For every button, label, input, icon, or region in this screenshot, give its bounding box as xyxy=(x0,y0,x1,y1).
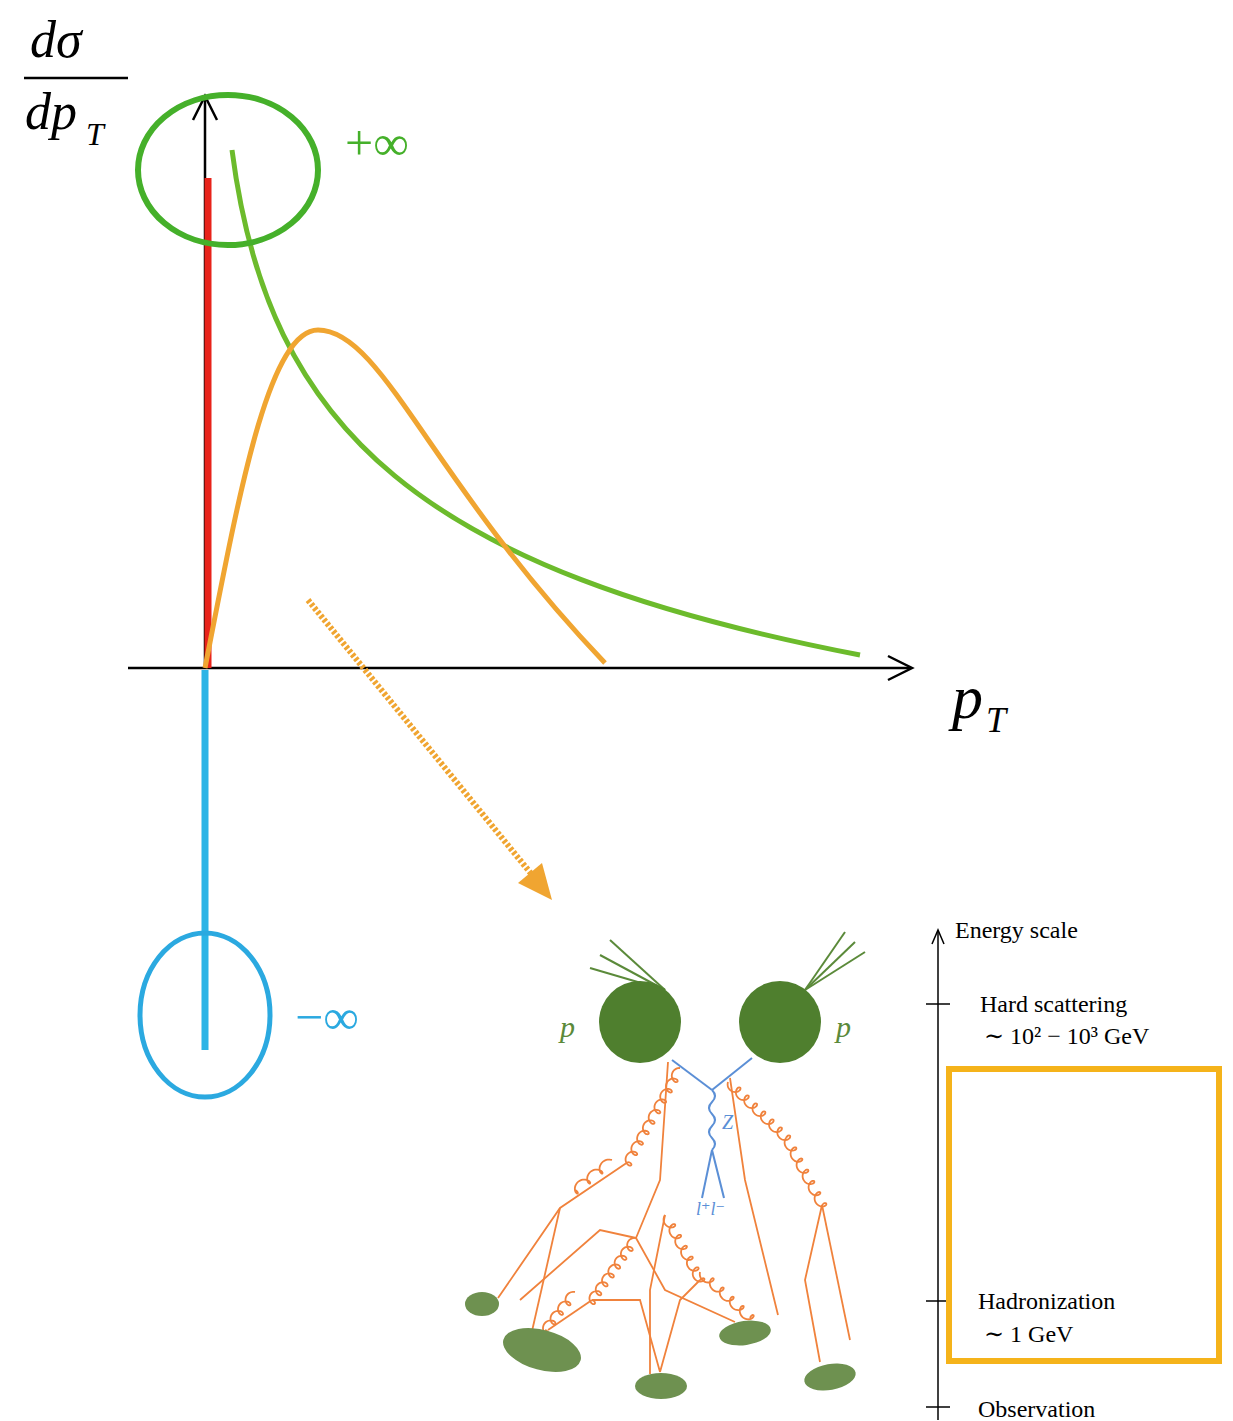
parton-shower xyxy=(498,1062,850,1374)
resummed-curve xyxy=(205,330,605,668)
energy-axis-arrow xyxy=(932,930,944,944)
divergence-circle xyxy=(140,933,270,1097)
quark-line xyxy=(822,1205,850,1340)
divergence-circle xyxy=(138,95,318,245)
quark-line xyxy=(498,1162,628,1298)
quark-line xyxy=(548,1300,592,1330)
quark-line xyxy=(650,1215,665,1374)
tick xyxy=(926,1406,950,1408)
gluon xyxy=(664,1215,705,1282)
proton-line xyxy=(805,942,855,990)
particle-label: p xyxy=(836,1012,851,1042)
particle-label: Z xyxy=(722,1112,733,1132)
particle-label: l⁺l⁻ xyxy=(696,1200,725,1218)
hadron xyxy=(635,1373,687,1399)
delta-positive xyxy=(205,178,212,668)
gluon xyxy=(626,1068,680,1166)
hadron xyxy=(498,1320,586,1379)
gluon xyxy=(700,1272,754,1319)
x-axis-arrow xyxy=(888,656,912,680)
tick xyxy=(926,1003,950,1005)
scale-label: Hard scattering xyxy=(980,992,1127,1016)
z-propagator xyxy=(709,1090,715,1150)
quark-line xyxy=(712,1058,752,1090)
scale-value: ∼ 10² − 10³ GeV xyxy=(984,1024,1149,1048)
quark-line xyxy=(636,1062,668,1238)
x-axis xyxy=(128,667,910,670)
axis-subscript: T xyxy=(86,118,104,150)
proton xyxy=(599,981,681,1063)
lepton-line xyxy=(702,1150,712,1198)
proton-line xyxy=(805,952,865,990)
proton-line xyxy=(805,932,845,990)
pointer-arrow xyxy=(308,600,533,876)
hadron xyxy=(802,1360,858,1395)
hadron xyxy=(718,1317,773,1348)
fraction-bar xyxy=(24,77,128,80)
quark-line xyxy=(730,1078,778,1315)
proton xyxy=(739,981,821,1063)
quark-line xyxy=(660,1280,700,1372)
quark-line xyxy=(805,1205,822,1362)
delta-negative xyxy=(202,670,209,1050)
hadron xyxy=(465,1292,499,1316)
axis-label: dp xyxy=(25,86,77,138)
quark-line xyxy=(530,1208,560,1340)
particle-label: p xyxy=(560,1012,575,1042)
scale-title: Energy scale xyxy=(955,918,1078,942)
energy-axis xyxy=(937,932,939,1420)
infinity-label: +∞ xyxy=(345,118,409,168)
axis-label: dσ xyxy=(30,14,82,66)
fixed-order-curve xyxy=(232,150,860,655)
gluon xyxy=(589,1238,636,1304)
gluon xyxy=(785,1138,827,1206)
lepton-line xyxy=(712,1150,724,1198)
pointer-head xyxy=(518,863,552,900)
scale-label: Observation xyxy=(978,1397,1095,1421)
gluon xyxy=(543,1292,575,1334)
axis-subscript: T xyxy=(986,702,1006,738)
infinity-label: −∞ xyxy=(295,992,359,1042)
quark-line xyxy=(672,1060,712,1090)
scale-label: Hadronization xyxy=(978,1289,1115,1313)
shower-range-box xyxy=(949,1069,1219,1361)
scale-value: ∼ 1 GeV xyxy=(984,1322,1073,1346)
axis-label: p xyxy=(952,666,983,728)
